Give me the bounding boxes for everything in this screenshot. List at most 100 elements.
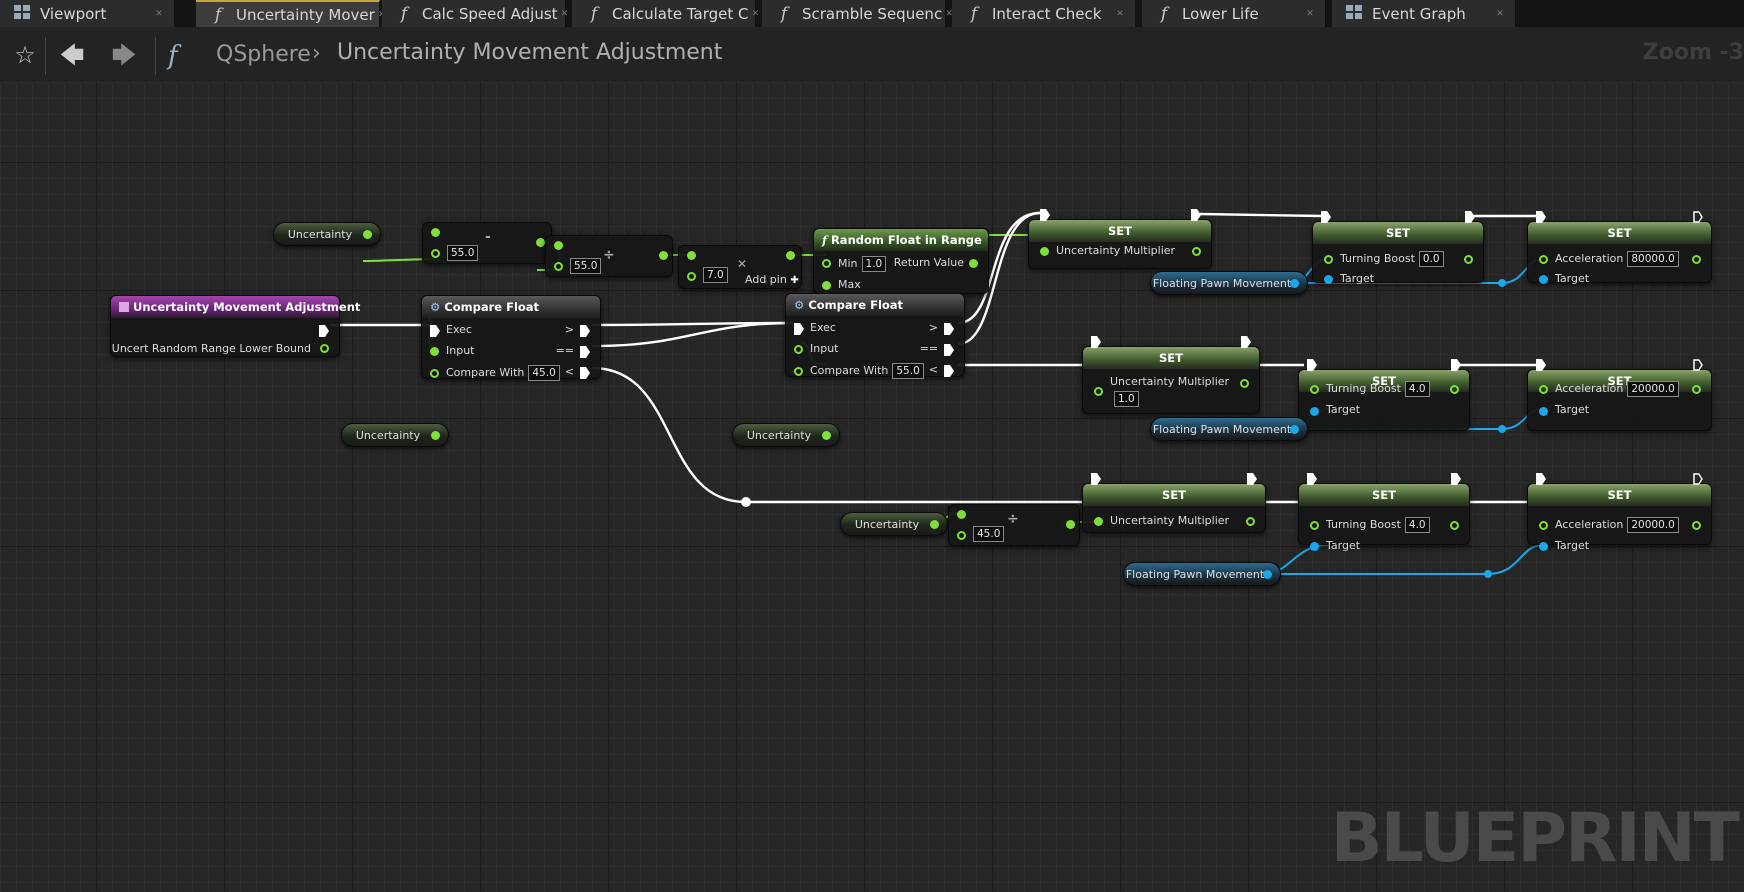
input-pin[interactable] xyxy=(957,531,966,540)
tab-interact-check[interactable]: f Interact Check ✕ xyxy=(952,0,1136,27)
forward-arrow-icon[interactable]: 🡆 xyxy=(111,41,137,69)
exec-output-pin[interactable] xyxy=(1465,211,1475,223)
output-pin[interactable] xyxy=(1450,385,1459,394)
set-uncertainty-multiplier-node[interactable]: SET Uncertainty Multiplier 1.0 xyxy=(1082,336,1260,414)
exec-equal-pin[interactable] xyxy=(944,344,954,356)
breadcrumb-root[interactable]: QSphere xyxy=(216,42,311,67)
input-pin[interactable] xyxy=(554,241,563,250)
tab-scramble-sequence[interactable]: f Scramble Sequenc ✕ xyxy=(762,0,953,27)
exec-input-pin[interactable] xyxy=(1091,473,1101,485)
multiply-node[interactable]: 7.0 ✕ Add pin ✚ xyxy=(678,245,802,289)
uncertainty-multiplier-value[interactable]: 1.0 xyxy=(1114,391,1139,407)
turning-boost-value[interactable]: 0.0 xyxy=(1418,251,1444,267)
target-pin[interactable] xyxy=(1539,542,1548,551)
output-pin[interactable] xyxy=(1290,279,1299,288)
output-pin[interactable] xyxy=(1066,520,1075,529)
close-icon[interactable]: ✕ xyxy=(751,8,760,19)
return-value-pin[interactable] xyxy=(969,259,978,268)
input-pin[interactable] xyxy=(431,249,440,258)
divide-node[interactable]: 55.0 ÷ xyxy=(545,235,673,277)
compare-with-pin[interactable] xyxy=(430,369,439,378)
input-pin[interactable] xyxy=(794,345,803,354)
output-pin[interactable] xyxy=(431,431,440,440)
input-pin[interactable] xyxy=(1310,385,1319,394)
input-pin[interactable] xyxy=(1094,387,1103,396)
input-pin[interactable] xyxy=(1539,521,1548,530)
input-pin[interactable] xyxy=(1040,247,1049,256)
get-floating-pawn-movement-node[interactable]: Floating Pawn Movement xyxy=(1150,271,1308,295)
function-entry-node[interactable]: Uncertainty Movement Adjustment Uncert R… xyxy=(110,295,360,357)
blueprint-graph[interactable]: Uncertainty 55.0 - 55.0 ÷ 7.0 ✕ Add pin … xyxy=(0,82,1744,892)
input-pin[interactable] xyxy=(430,347,439,356)
exec-output-pin[interactable] xyxy=(1693,211,1703,223)
close-icon[interactable]: ✕ xyxy=(155,8,163,19)
output-pin[interactable] xyxy=(1290,425,1299,434)
get-uncertainty-node[interactable]: Uncertainty xyxy=(732,423,840,447)
set-uncertainty-multiplier-node[interactable]: SET Uncertainty Multiplier xyxy=(1082,473,1266,533)
close-icon[interactable]: ✕ xyxy=(375,10,389,20)
exec-input-pin[interactable] xyxy=(1536,359,1546,371)
compare-with-value[interactable]: 45.0 xyxy=(528,365,560,381)
subtract-value[interactable]: 55.0 xyxy=(447,245,479,261)
output-pin[interactable] xyxy=(1692,255,1701,264)
get-floating-pawn-movement-node[interactable]: Floating Pawn Movement xyxy=(1150,417,1308,441)
exec-output-pin[interactable] xyxy=(1451,473,1461,485)
tab-event-graph[interactable]: Event Graph ✕ xyxy=(1332,0,1516,27)
output-pin[interactable] xyxy=(1192,247,1201,256)
get-floating-pawn-movement-node[interactable]: Floating Pawn Movement xyxy=(1123,562,1281,586)
close-icon[interactable]: ✕ xyxy=(560,8,569,19)
set-uncertainty-multiplier-node[interactable]: SET Uncertainty Multiplier xyxy=(1028,209,1212,269)
input-pin[interactable] xyxy=(1310,521,1319,530)
exec-output-pin[interactable] xyxy=(1693,359,1703,371)
input-pin[interactable] xyxy=(1094,517,1103,526)
min-value[interactable]: 1.0 xyxy=(861,256,887,272)
exec-output-pin[interactable] xyxy=(1451,359,1461,371)
input-pin[interactable] xyxy=(1324,255,1333,264)
compare-with-pin[interactable] xyxy=(794,367,803,376)
get-uncertainty-node[interactable]: Uncertainty xyxy=(273,222,381,246)
exec-output-pin[interactable] xyxy=(1191,209,1201,221)
turning-boost-value[interactable]: 4.0 xyxy=(1404,381,1430,397)
exec-input-pin[interactable] xyxy=(1307,473,1317,485)
exec-equal-pin[interactable] xyxy=(580,346,590,358)
multiply-value[interactable]: 7.0 xyxy=(703,267,728,283)
tab-lower-life[interactable]: f Lower Life ✕ xyxy=(1142,0,1326,27)
acceleration-value[interactable]: 80000.0 xyxy=(1627,251,1679,267)
tab-viewport[interactable]: Viewport ✕ xyxy=(0,0,175,27)
exec-output-pin[interactable] xyxy=(1247,473,1257,485)
input-pin[interactable] xyxy=(1539,385,1548,394)
acceleration-value[interactable]: 20000.0 xyxy=(1627,381,1679,397)
target-pin[interactable] xyxy=(1310,407,1319,416)
exec-input-pin[interactable] xyxy=(1536,473,1546,485)
acceleration-value[interactable]: 20000.0 xyxy=(1627,517,1679,533)
close-icon[interactable]: ✕ xyxy=(945,8,953,19)
exec-input-pin[interactable] xyxy=(1040,209,1050,221)
exec-less-pin[interactable] xyxy=(944,365,954,377)
output-pin[interactable] xyxy=(1246,517,1255,526)
exec-input-pin[interactable] xyxy=(1091,336,1101,348)
target-pin[interactable] xyxy=(1324,275,1333,284)
min-pin[interactable] xyxy=(822,259,831,268)
exec-output-pin[interactable] xyxy=(1241,336,1251,348)
output-pin[interactable] xyxy=(1263,570,1272,579)
back-arrow-icon[interactable]: 🡄 xyxy=(59,41,85,69)
exec-output-pin[interactable] xyxy=(319,325,329,337)
output-pin[interactable] xyxy=(363,230,372,239)
subtract-node[interactable]: 55.0 - xyxy=(422,222,552,264)
exec-input-pin[interactable] xyxy=(1307,359,1317,371)
tab-uncertainty-movement[interactable]: f Uncertainty Mover ✕ xyxy=(196,0,386,27)
tab-calculate-target[interactable]: f Calculate Target C ✕ xyxy=(572,0,759,27)
output-pin[interactable] xyxy=(659,251,668,260)
output-pin[interactable] xyxy=(320,344,329,353)
close-icon[interactable]: ✕ xyxy=(1306,8,1314,19)
output-pin[interactable] xyxy=(1692,385,1701,394)
exec-input-pin[interactable] xyxy=(1321,211,1331,223)
target-pin[interactable] xyxy=(1310,542,1319,551)
